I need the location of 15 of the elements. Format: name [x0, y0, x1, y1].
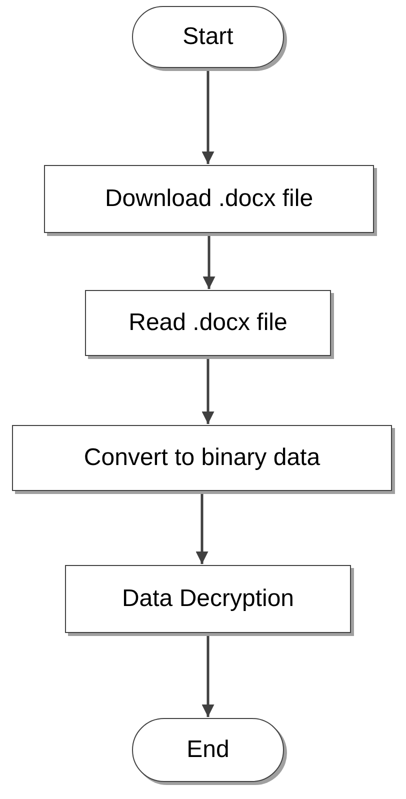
process-box — [65, 565, 351, 633]
node-label: Data Decryption — [122, 585, 294, 613]
process-box — [12, 425, 392, 491]
arrow — [202, 634, 214, 717]
node-label: Read .docx file — [128, 309, 288, 337]
process-box — [44, 165, 374, 233]
node-label: Convert to binary data — [84, 444, 320, 472]
arrow — [202, 234, 216, 289]
node-label: Download .docx file — [104, 185, 314, 213]
node-label: End — [186, 736, 230, 764]
process-box — [85, 290, 331, 356]
arrow — [202, 69, 214, 164]
arrow — [202, 357, 214, 424]
node-label: Start — [182, 23, 234, 51]
arrow — [196, 492, 208, 564]
